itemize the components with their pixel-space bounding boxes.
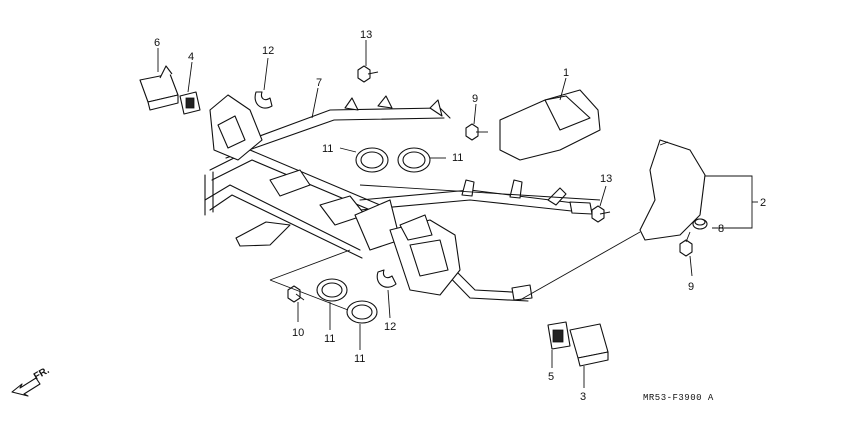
- callout-12-bottom: 12: [384, 321, 396, 333]
- callout-11-c: 11: [324, 333, 335, 345]
- front-direction-arrow: FR.: [11, 365, 52, 397]
- front-label: FR.: [32, 365, 52, 383]
- clip-12-top: [254, 91, 273, 109]
- bolt-9-right: [679, 231, 693, 257]
- band-11-b: [397, 147, 431, 173]
- callouts: 6 4 12 7 13 1 9 11 11 13 2 8 9 10 11 12 …: [154, 29, 766, 403]
- callout-11-d: 11: [354, 353, 365, 365]
- bolt-10: [287, 285, 305, 303]
- callout-10: 10: [292, 327, 304, 339]
- clip-12-bottom: [376, 269, 397, 288]
- callout-9-top: 9: [472, 93, 478, 105]
- callout-12-top: 12: [262, 45, 274, 57]
- grommet-8: [692, 218, 708, 230]
- cover-1: [499, 89, 601, 161]
- cover-2: [639, 139, 706, 241]
- relay-3: [569, 323, 609, 367]
- bolt-9-top: [465, 123, 488, 141]
- bolt-13-top: [357, 65, 379, 83]
- callout-11-a: 11: [322, 143, 333, 155]
- callout-2: 2: [760, 197, 766, 209]
- front-stay-frame: [204, 94, 593, 302]
- band-11-d: [346, 300, 378, 324]
- callout-9-right: 9: [688, 281, 694, 293]
- callout-8: 8: [718, 223, 724, 235]
- band-11-c: [316, 278, 348, 302]
- callout-7: 7: [316, 77, 322, 89]
- callout-13-right: 13: [600, 173, 612, 185]
- callout-5: 5: [548, 371, 554, 383]
- band-11-a: [355, 147, 389, 173]
- diagram-code: MR53-F3900 A: [643, 393, 714, 403]
- callout-3: 3: [580, 391, 586, 403]
- leader-lines: [157, 40, 758, 388]
- callout-6: 6: [154, 37, 160, 49]
- bolt-13-right: [591, 205, 611, 223]
- callout-11-b: 11: [452, 152, 463, 164]
- callout-1: 1: [563, 67, 569, 79]
- relay-6: [139, 65, 179, 111]
- callout-13-top: 13: [360, 29, 372, 41]
- relay-4: [179, 91, 201, 115]
- relay-5: [547, 321, 571, 350]
- callout-4: 4: [188, 51, 194, 63]
